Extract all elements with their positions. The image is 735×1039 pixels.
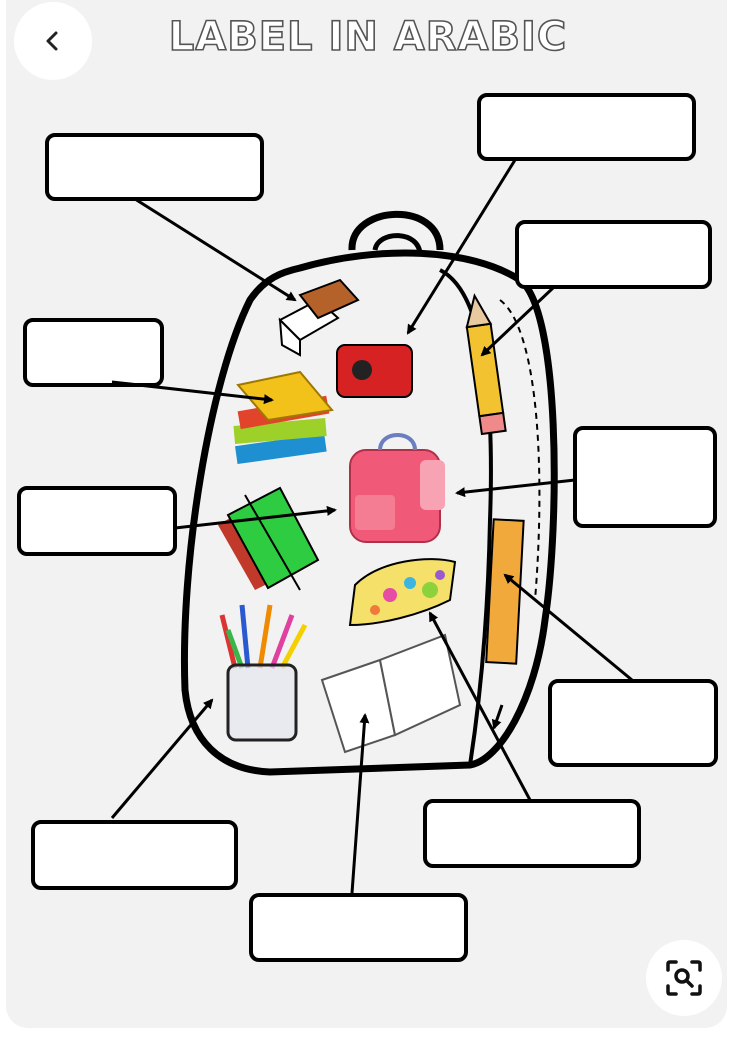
eraser-icon: [278, 278, 360, 357]
label-box-6[interactable]: [17, 486, 177, 556]
label-box-4[interactable]: [23, 318, 164, 387]
pencil-cup-icon: [219, 604, 308, 742]
ruler-icon: [485, 518, 525, 665]
label-box-1[interactable]: [45, 133, 264, 201]
school-bag-icon: [349, 433, 445, 543]
back-button[interactable]: [14, 2, 92, 80]
label-box-3[interactable]: [515, 220, 712, 289]
pencil-icon: [465, 293, 507, 436]
label-box-9[interactable]: [423, 799, 641, 868]
pointer-arrows: [110, 159, 633, 894]
open-book-icon: [320, 633, 462, 754]
visual-search-button[interactable]: [646, 940, 722, 1016]
label-box-8[interactable]: [31, 820, 238, 890]
label-box-5[interactable]: [573, 426, 717, 528]
chevron-left-icon: [46, 31, 58, 51]
label-box-7[interactable]: [548, 679, 718, 767]
books-icon: [233, 370, 334, 465]
label-box-10[interactable]: [249, 893, 468, 962]
label-box-2[interactable]: [477, 93, 696, 161]
visual-search-icon: [666, 960, 702, 996]
sharpener-icon: [336, 344, 413, 398]
pencil-case-icon: [348, 558, 457, 627]
worksheet-title: LABEL IN ARABIC: [169, 14, 567, 60]
notebooks-icon: [218, 486, 320, 591]
